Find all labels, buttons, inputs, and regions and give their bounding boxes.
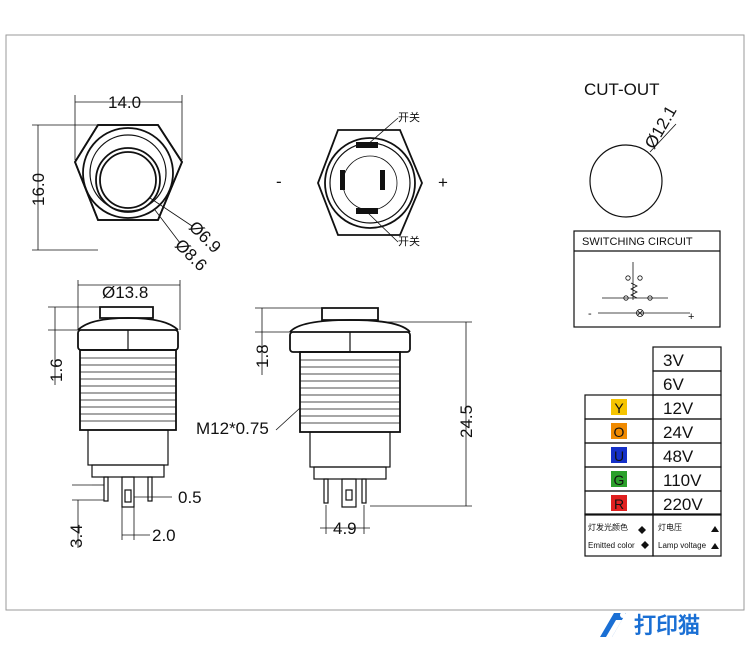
- side-view-left: Ø13.8 1.6 0.5 3.4 2.0: [47, 280, 202, 548]
- dim-hex-height: 16.0: [29, 173, 48, 206]
- label-switch-top: 开关: [398, 110, 420, 124]
- terminal-bottom: [356, 208, 378, 214]
- dim-hex-width: 14.0: [108, 93, 141, 112]
- color-code: Y: [614, 400, 624, 416]
- brand-logo: 打印猫: [596, 604, 736, 644]
- voltage-row: 6V: [652, 370, 722, 396]
- legend-voltage-cn: 灯电压: [658, 522, 682, 532]
- dim-pin-spacing: 2.0: [152, 526, 176, 545]
- label-plus: +: [438, 173, 448, 192]
- front-view: 14.0 16.0 Ø6.9 Ø8.6: [29, 93, 225, 275]
- rear-body-outer: [324, 137, 416, 229]
- dim-total-length: 24.5: [457, 405, 476, 438]
- dim-pin-length: 3.4: [67, 524, 86, 548]
- voltage-value: 3V: [663, 351, 684, 370]
- color-swatch: [611, 423, 627, 439]
- rear-view: 开关 开关 - +: [276, 110, 448, 248]
- voltage-value: 48V: [663, 447, 694, 466]
- voltage-row: Y 12V: [584, 394, 722, 420]
- voltage-value: 24V: [663, 423, 694, 442]
- color-code: G: [614, 472, 625, 488]
- legend-color-cn: 灯发光颜色: [588, 522, 628, 532]
- color-code: O: [614, 424, 625, 440]
- cutout-diameter: Ø12.1: [641, 102, 681, 152]
- table-legend: 灯发光颜色 Emitted color 灯电压 Lamp voltage: [584, 513, 722, 557]
- voltage-cell: [652, 490, 722, 516]
- dim-head-dia: Ø13.8: [102, 283, 148, 302]
- color-swatch: [611, 399, 627, 415]
- legend-color-en: Emitted color: [588, 541, 635, 550]
- label-minus: -: [276, 172, 282, 191]
- voltage-row: 3V: [652, 346, 722, 372]
- thread-lines-right: [300, 359, 400, 424]
- side-view-right: 1.8 24.5 M12*0.75 4.9: [196, 307, 476, 538]
- voltage-row: G 110V: [584, 466, 722, 492]
- lens-ring: [95, 147, 161, 213]
- voltage-value: 6V: [663, 375, 684, 394]
- label-switch-bottom: 开关: [398, 234, 420, 248]
- color-code: U: [614, 448, 624, 464]
- legend-voltage-en: Lamp voltage: [658, 541, 707, 550]
- color-swatch: [611, 447, 627, 463]
- dim-pin-width: 0.5: [178, 488, 202, 507]
- brand-name: 打印猫: [634, 614, 701, 639]
- dim-head-height-right: 1.8: [253, 344, 272, 368]
- thread-lines-left: [80, 357, 176, 422]
- dim-thread: M12*0.75: [196, 419, 269, 438]
- dim-pin-spacing-side: 4.9: [333, 519, 357, 538]
- circuit-title: SWITCHING CIRCUIT: [582, 236, 693, 248]
- color-swatch: [611, 471, 627, 487]
- outer-ring: [82, 127, 174, 219]
- terminal-left: [340, 170, 345, 190]
- cutout-circle: [589, 144, 663, 218]
- cutout-section: CUT-OUT Ø12.1: [584, 80, 681, 218]
- cutout-title: CUT-OUT: [584, 80, 660, 99]
- voltage-row: U 48V: [584, 442, 722, 468]
- voltage-row: R 220V: [584, 490, 722, 516]
- voltage-value: 12V: [663, 399, 694, 418]
- circuit-minus: -: [588, 308, 592, 320]
- color-code: R: [614, 496, 624, 512]
- brand-mark-icon: [600, 612, 626, 637]
- voltage-row: O 24V: [584, 418, 722, 444]
- terminal-right: [380, 170, 385, 190]
- voltage-value: 220V: [663, 495, 703, 514]
- circuit-plus: +: [688, 311, 694, 323]
- voltage-table: 3V 6V Y 12V O 24V U 48V G 110V R 220V: [584, 346, 722, 516]
- dim-head-height-left: 1.6: [47, 358, 66, 382]
- voltage-value: 110V: [663, 471, 702, 490]
- switching-circuit: SWITCHING CIRCUIT - +: [573, 230, 721, 328]
- drawing-frame: [5, 34, 745, 611]
- color-swatch: [611, 495, 627, 511]
